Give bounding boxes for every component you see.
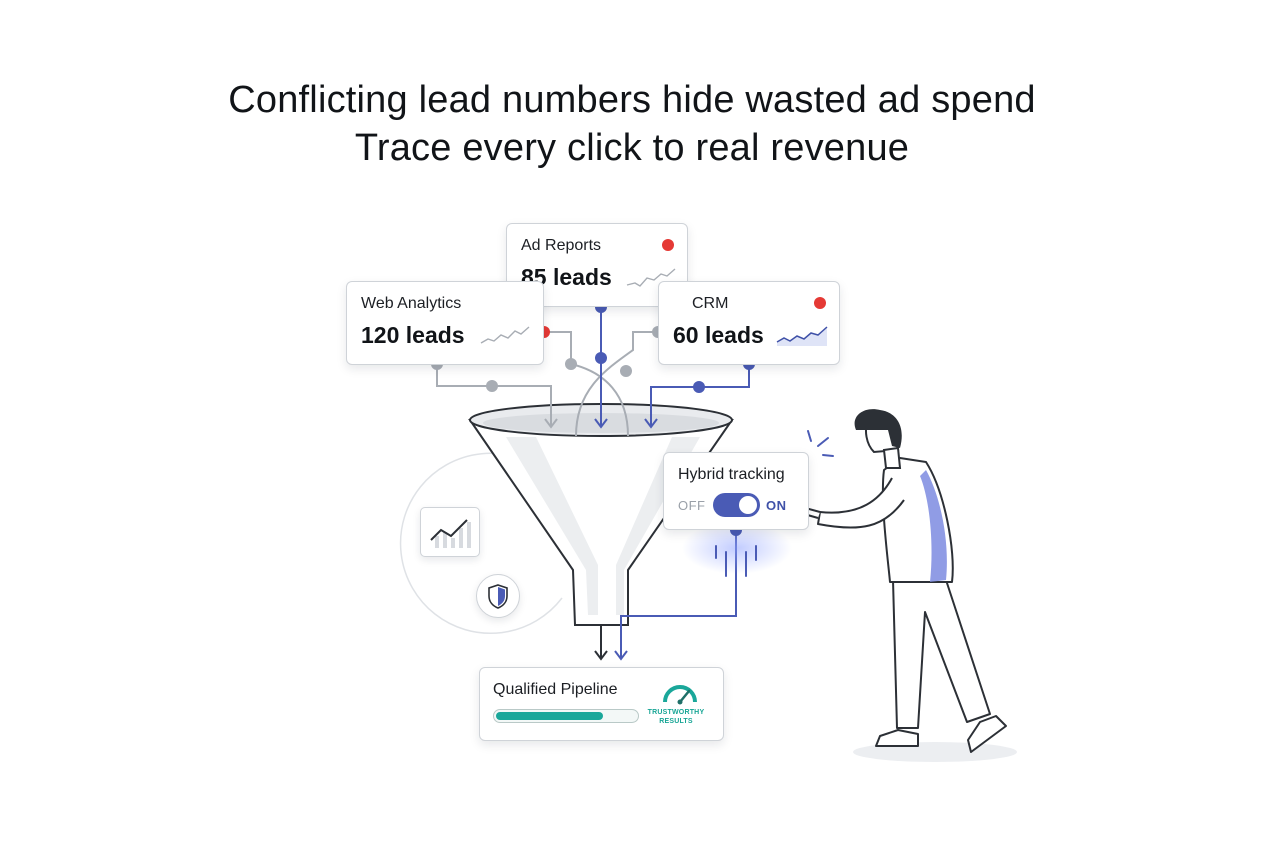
toggle-on-label: ON (766, 498, 787, 513)
headline-line-2: Trace every click to real revenue (354, 127, 910, 169)
hybrid-tracking-card[interactable]: Hybrid tracking OFF ON (663, 452, 809, 530)
badge-line-1: TRUSTWORTHY (647, 709, 705, 716)
sparkline-icon (480, 326, 530, 344)
card-title: CRM (692, 295, 729, 312)
badge-line-2: RESULTS (659, 718, 693, 725)
trustworthy-badge: TRUSTWORTHY RESULTS (643, 708, 709, 726)
lead-count: 120 leads (361, 322, 465, 348)
status-dot (662, 239, 674, 251)
pipeline-progress-bar (493, 709, 639, 723)
status-dot (814, 297, 826, 309)
hybrid-tracking-toggle[interactable] (713, 493, 760, 517)
card-title: Web Analytics (361, 295, 462, 312)
arrow-head (544, 418, 558, 429)
orbit-arc (399, 452, 563, 634)
person-pointing-illustration (796, 409, 1017, 762)
toggle-title: Hybrid tracking (678, 466, 785, 483)
chart-card (420, 507, 480, 557)
toggle-off-label: OFF (678, 498, 706, 513)
line-chart-icon (430, 519, 471, 548)
shield-icon (488, 584, 508, 609)
connector-dot (595, 352, 607, 364)
sparkline-icon (626, 268, 676, 287)
connector-dot (565, 358, 577, 370)
card-title: Ad Reports (521, 237, 602, 254)
connector-dot (620, 365, 632, 377)
security-badge (476, 574, 520, 618)
sparkline-icon (776, 326, 828, 346)
connector-dot (693, 381, 705, 393)
signal-lines (715, 545, 757, 577)
glow-effect (682, 522, 792, 574)
connector-dot (486, 380, 498, 392)
gauge-icon (663, 685, 697, 705)
headline-line-1: Conflicting lead numbers hide wasted ad … (228, 79, 1036, 121)
toggle-knob (739, 496, 757, 514)
headline: Conflicting lead numbers hide wasted ad … (0, 76, 1264, 172)
progress-fill (496, 712, 603, 720)
crm-card[interactable]: CRM 60 leads (658, 281, 840, 365)
pipeline-title: Qualified Pipeline (493, 681, 618, 698)
lead-count: 60 leads (673, 322, 764, 348)
web-analytics-card[interactable]: Web Analytics 120 leads (346, 281, 544, 365)
qualified-pipeline-card[interactable]: Qualified Pipeline TRUSTWORTHY RESULTS (479, 667, 724, 741)
